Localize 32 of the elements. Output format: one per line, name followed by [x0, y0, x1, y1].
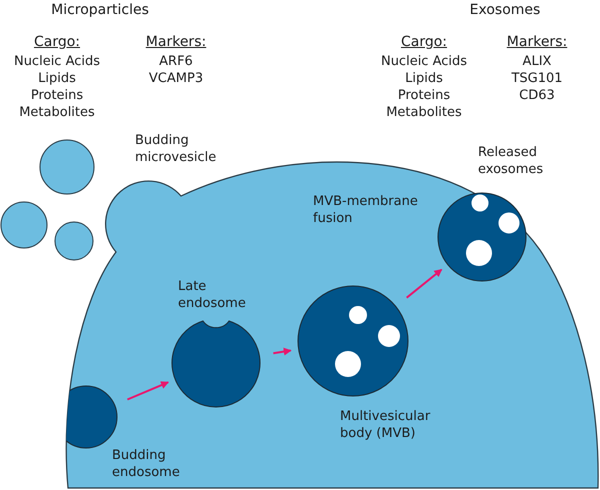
column-heading: Markers: — [146, 34, 206, 51]
heading: Microparticles — [51, 2, 149, 19]
node-caption: MVB-membrane fusion — [313, 193, 419, 227]
late-endosome-drawing — [172, 320, 260, 408]
list-item: VCAMP3 — [148, 70, 204, 87]
list-item: Nucleic Acids — [14, 53, 100, 70]
column-heading: Cargo: — [400, 34, 448, 51]
list-item: Lipids — [38, 70, 76, 87]
callout-label: Released exosomes — [478, 144, 544, 178]
node-caption: Multivesicular body (MVB) — [340, 408, 432, 442]
fusing-body-drawing — [438, 192, 526, 282]
node-caption: Late endosome — [178, 278, 247, 312]
arrow — [406, 268, 442, 298]
list-item: ALIX — [522, 53, 552, 70]
list-item: Proteins — [30, 87, 84, 104]
list-item: CD63 — [519, 87, 555, 104]
list-item: Metabolites — [19, 104, 95, 121]
node-caption: Budding endosome — [112, 447, 181, 481]
multivesicular-body-drawing — [298, 286, 408, 396]
arrow — [127, 381, 170, 400]
arrow — [273, 348, 292, 356]
list-item: Proteins — [398, 87, 450, 104]
column-heading: Cargo: — [34, 34, 80, 51]
heading: Exosomes — [470, 2, 540, 19]
list-item: Metabolites — [386, 104, 462, 121]
list-item: TSG101 — [511, 70, 563, 87]
callout-label: Budding microvesicle — [135, 132, 218, 166]
list-item: ARF6 — [159, 53, 193, 70]
column-heading: Markers: — [506, 34, 568, 51]
budding-endosome-drawing — [66, 386, 118, 448]
list-item: Lipids — [405, 70, 443, 87]
list-item: Nucleic Acids — [380, 53, 468, 70]
